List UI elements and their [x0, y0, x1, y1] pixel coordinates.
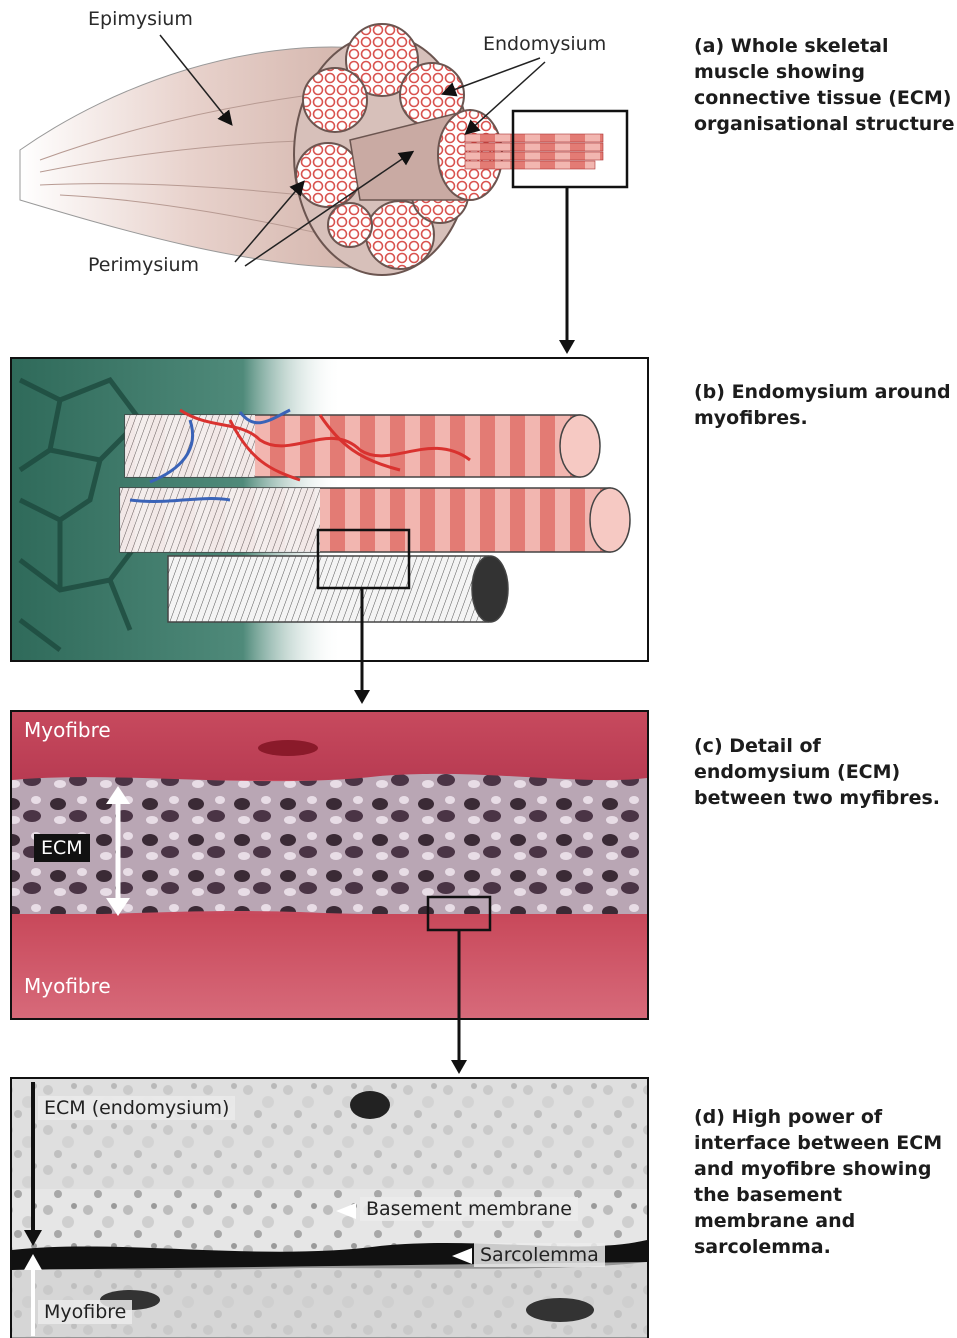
myofibre-bottom-band: [12, 914, 647, 1018]
arrowhead-b-to-c: [354, 690, 370, 704]
panel-b-illustration: [11, 358, 648, 704]
arrowhead-c-to-d: [451, 1060, 467, 1074]
panel-a-illustration: [20, 24, 627, 354]
label-myofibre-bottom: Myofibre: [24, 974, 111, 998]
dark-spot: [350, 1091, 390, 1119]
nucleus-top: [258, 740, 318, 756]
caption-panel-c: (c) Detail of endomysium (ECM) between t…: [694, 733, 956, 811]
label-perimysium: Perimysium: [88, 254, 199, 276]
label-basement-membrane: Basement membrane: [360, 1197, 578, 1221]
caption-panel-b: (b) Endomysium around myofibres.: [694, 379, 956, 431]
caption-panel-a: (a) Whole skeletal muscle showing connec…: [694, 33, 956, 137]
panel-c-micrograph: [11, 711, 648, 1074]
label-sarcolemma: Sarcolemma: [474, 1243, 605, 1267]
label-ecm: ECM: [34, 834, 90, 862]
label-myofibre-top: Myofibre: [24, 718, 111, 742]
label-endomysium: Endomysium: [483, 33, 606, 55]
label-myofibre-d: Myofibre: [38, 1300, 132, 1324]
arrowhead-a-to-b: [559, 340, 575, 354]
label-ecm-endomysium: ECM (endomysium): [38, 1096, 235, 1120]
caption-panel-d: (d) High power of interface between ECM …: [694, 1104, 956, 1260]
label-epimysium: Epimysium: [88, 8, 193, 30]
